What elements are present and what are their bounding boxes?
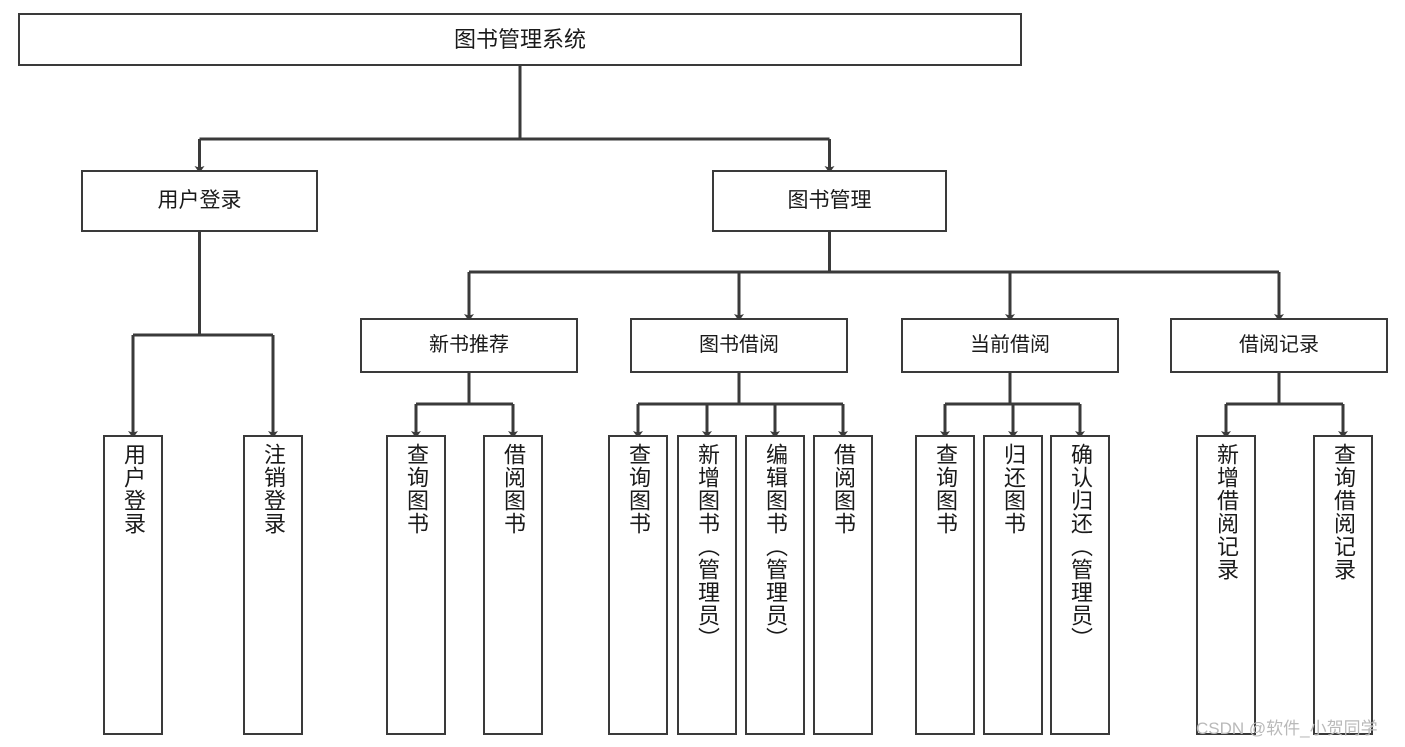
node-leaf-confirm-return[interactable]: 确认归还（管理员） <box>1050 435 1110 735</box>
node-book-manage[interactable]: 图书管理 <box>712 170 947 232</box>
node-leaf-add-book[interactable]: 新增图书（管理员） <box>677 435 737 735</box>
node-leaf-edit-book[interactable]: 编辑图书（管理员） <box>745 435 805 735</box>
node-label-current-borrow: 当前借阅 <box>970 333 1050 356</box>
node-leaf-borrow-book-1[interactable]: 借阅图书 <box>483 435 543 735</box>
node-label-leaf-edit-book: 编辑图书（管理员） <box>762 443 788 650</box>
node-label-leaf-query-record: 查询借阅记录 <box>1330 443 1356 581</box>
node-leaf-query-book-1[interactable]: 查询图书 <box>386 435 446 735</box>
node-leaf-borrow-book-2[interactable]: 借阅图书 <box>813 435 873 735</box>
node-label-leaf-add-book: 新增图书（管理员） <box>694 443 720 650</box>
node-new-book-recommend[interactable]: 新书推荐 <box>360 318 578 373</box>
node-label-borrow-record: 借阅记录 <box>1239 333 1319 356</box>
node-leaf-return-book[interactable]: 归还图书 <box>983 435 1043 735</box>
node-leaf-user-login[interactable]: 用户登录 <box>103 435 163 735</box>
node-label-book-borrow: 图书借阅 <box>699 333 779 356</box>
node-label-leaf-borrow-book-2: 借阅图书 <box>830 443 856 535</box>
node-book-borrow[interactable]: 图书借阅 <box>630 318 848 373</box>
watermark-text: CSDN @软件_小贺同学 <box>1196 719 1378 738</box>
node-leaf-logout[interactable]: 注销登录 <box>243 435 303 735</box>
node-label-book-manage: 图书管理 <box>787 188 872 212</box>
node-leaf-query-book-2[interactable]: 查询图书 <box>608 435 668 735</box>
node-root[interactable]: 图书管理系统 <box>18 13 1022 66</box>
node-label-leaf-return-book: 归还图书 <box>1000 443 1026 535</box>
node-label-root: 图书管理系统 <box>453 26 586 52</box>
node-leaf-query-record[interactable]: 查询借阅记录 <box>1313 435 1373 735</box>
node-leaf-add-record[interactable]: 新增借阅记录 <box>1196 435 1256 735</box>
node-label-leaf-query-book-3: 查询图书 <box>932 443 958 535</box>
node-label-leaf-confirm-return: 确认归还（管理员） <box>1067 443 1093 650</box>
node-borrow-record[interactable]: 借阅记录 <box>1170 318 1388 373</box>
node-leaf-query-book-3[interactable]: 查询图书 <box>915 435 975 735</box>
node-label-new-book-recommend: 新书推荐 <box>429 333 509 356</box>
node-label-leaf-logout: 注销登录 <box>260 443 286 535</box>
node-current-borrow[interactable]: 当前借阅 <box>901 318 1119 373</box>
connector-group <box>128 66 1348 438</box>
node-label-leaf-add-record: 新增借阅记录 <box>1213 443 1239 581</box>
node-label-leaf-query-book-1: 查询图书 <box>403 443 429 535</box>
node-user-login[interactable]: 用户登录 <box>81 170 318 232</box>
node-label-leaf-query-book-2: 查询图书 <box>625 443 651 535</box>
node-label-leaf-borrow-book-1: 借阅图书 <box>500 443 526 535</box>
node-label-leaf-user-login: 用户登录 <box>120 443 146 535</box>
node-label-user-login: 用户登录 <box>157 188 242 212</box>
